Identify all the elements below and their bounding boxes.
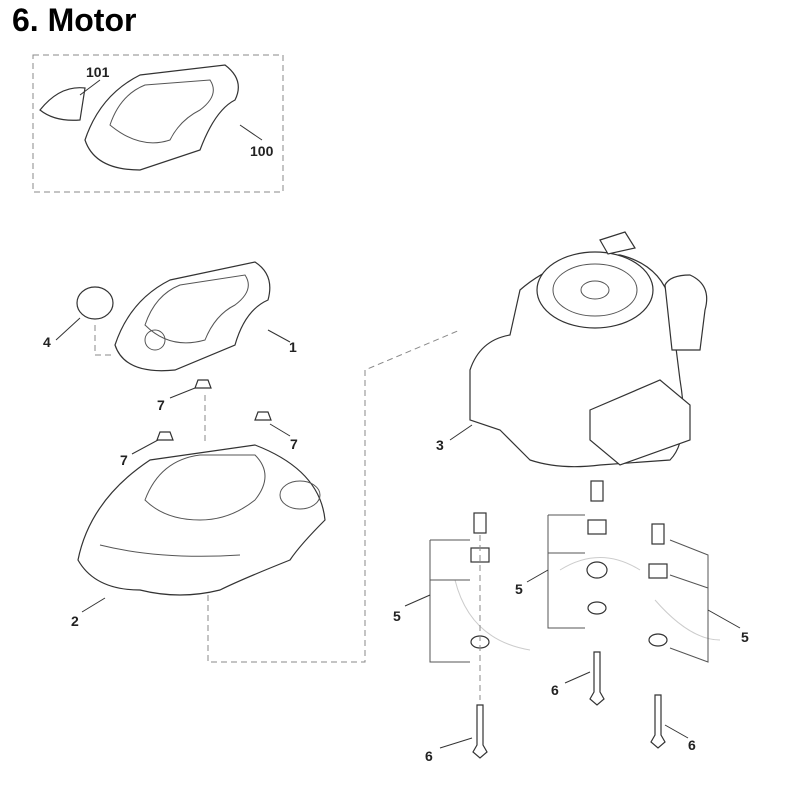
leader-line (269, 423, 291, 437)
leader-line (404, 594, 431, 607)
part-7-nut[interactable] (254, 411, 272, 421)
leader-line (55, 317, 81, 341)
part-5-mount-kit[interactable] (547, 480, 608, 629)
assembly-guide-line (207, 329, 461, 663)
callout-101: 101 (86, 64, 110, 80)
callout-6: 6 (425, 748, 433, 764)
callout-5: 5 (741, 629, 749, 645)
callout-7: 7 (120, 452, 128, 468)
part-101-emblem[interactable] (39, 87, 86, 121)
part-6-bolt[interactable] (472, 704, 488, 759)
part-3-engine[interactable] (469, 231, 708, 468)
callout-100: 100 (250, 143, 274, 159)
part-1-cover[interactable] (114, 261, 271, 372)
blade-outline (654, 599, 721, 641)
page-title: 6. Motor (12, 2, 137, 38)
leader-line (564, 671, 591, 684)
leader-line (267, 329, 291, 343)
leader-line (169, 387, 196, 399)
part-6-bolt[interactable] (650, 694, 666, 749)
callout-3: 3 (436, 437, 444, 453)
part-100-cover[interactable] (84, 64, 239, 171)
assembly-guide-line (94, 325, 115, 356)
blade-outline (559, 557, 641, 571)
part-7-nut[interactable] (156, 431, 174, 441)
leader-line (439, 737, 473, 749)
part-5-mount-kit[interactable] (648, 523, 709, 663)
part-4-emblem[interactable] (76, 286, 114, 320)
part-6-bolt[interactable] (589, 651, 605, 706)
blade-outline (454, 579, 531, 651)
callout-1: 1 (289, 339, 297, 355)
callout-5: 5 (393, 608, 401, 624)
optional-kit-box (32, 54, 284, 193)
leader-line (449, 424, 473, 441)
part-7-nut[interactable] (194, 379, 212, 389)
callout-7: 7 (290, 436, 298, 452)
part-2-hood[interactable] (77, 444, 326, 596)
callout-6: 6 (551, 682, 559, 698)
leader-line (131, 439, 159, 455)
leader-line (81, 597, 106, 613)
leader-line (239, 124, 263, 141)
callout-4: 4 (43, 334, 51, 350)
callout-6: 6 (688, 737, 696, 753)
callout-7: 7 (157, 397, 165, 413)
leader-line (707, 609, 741, 629)
leader-line (664, 724, 689, 739)
leader-line (526, 569, 549, 583)
leader-line (79, 79, 101, 96)
callout-2: 2 (71, 613, 79, 629)
callout-5: 5 (515, 581, 523, 597)
